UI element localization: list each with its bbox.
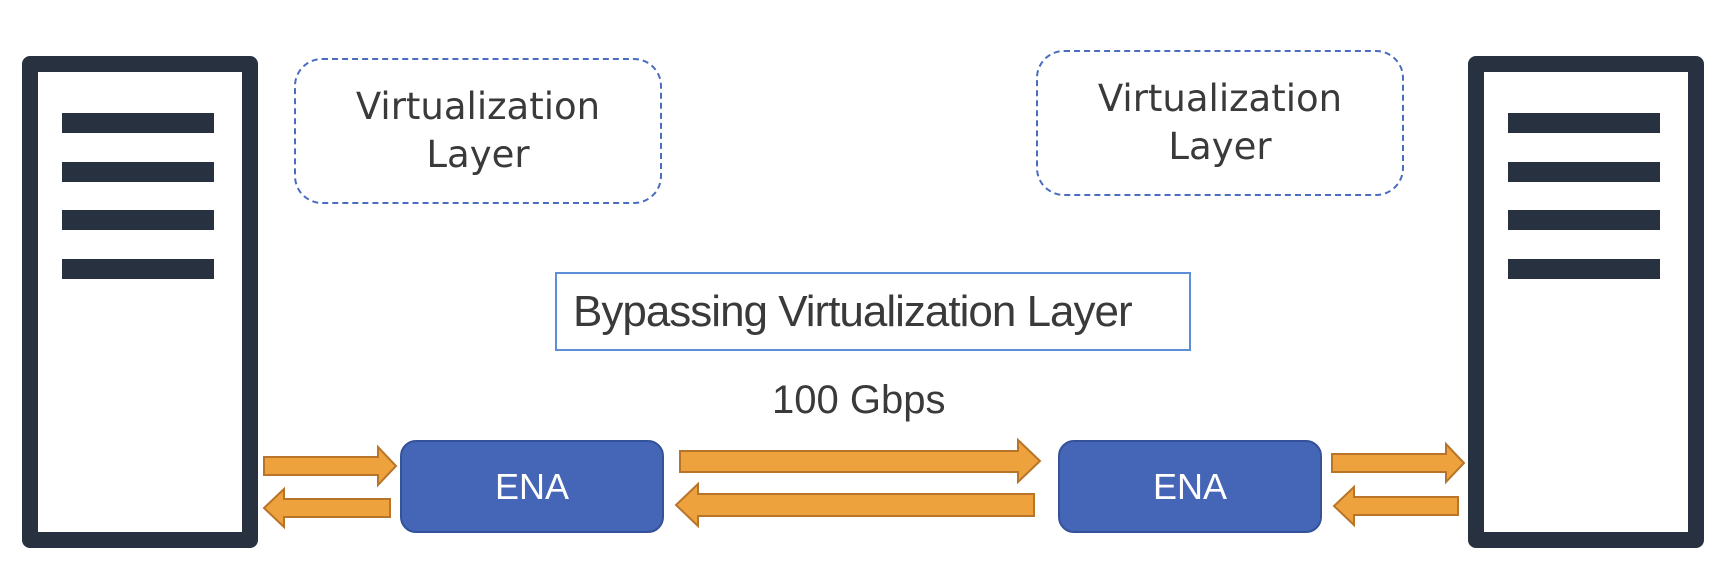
arrow-right-icon (263, 444, 398, 488)
bandwidth-label: 100 Gbps (772, 378, 946, 422)
arrow-right-icon (679, 437, 1042, 485)
right-ena-box: ENA (1058, 440, 1322, 533)
right-server-bar (1508, 259, 1660, 279)
left-server-bar (62, 162, 214, 182)
right-server-icon (1468, 56, 1704, 548)
right-server-bar (1508, 113, 1660, 133)
right-virtualization-layer-box: Virtualization Layer (1036, 50, 1404, 196)
left-server-bar (62, 259, 214, 279)
left-server-bar (62, 113, 214, 133)
arrow-left-icon (262, 486, 391, 530)
right-server-bar (1508, 210, 1660, 230)
arrow-right-icon (1331, 441, 1466, 485)
left-virtualization-layer-box: Virtualization Layer (294, 58, 662, 204)
arrow-left-icon (674, 481, 1035, 529)
left-server-icon (22, 56, 258, 548)
left-ena-box: ENA (400, 440, 664, 533)
arrow-left-icon (1332, 484, 1459, 528)
left-server-bar (62, 210, 214, 230)
right-server-bar (1508, 162, 1660, 182)
bypass-virtualization-label: Bypassing Virtualization Layer (555, 272, 1191, 351)
